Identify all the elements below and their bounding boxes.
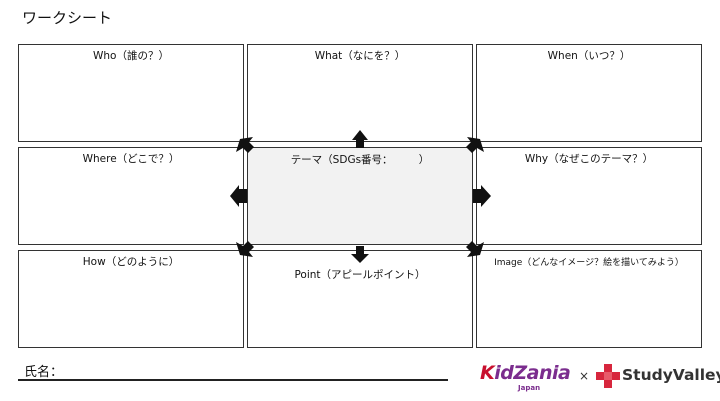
arrow-right-icon <box>473 185 491 207</box>
kidzania-k: K <box>480 362 495 384</box>
name-underline[interactable] <box>18 379 448 381</box>
arrow-up-icon <box>352 130 368 148</box>
where-box[interactable]: Where（どこで？） <box>18 147 244 245</box>
studyvalley-text: StudyValley <box>622 366 720 384</box>
point-label: Point（アピールポイント） <box>294 269 426 281</box>
kidzania-rest: idZania <box>494 362 571 384</box>
what-box[interactable]: What（なにを？） <box>247 44 473 142</box>
where-label: Where（どこで？） <box>82 153 180 165</box>
studyvalley-mark-icon <box>596 364 620 388</box>
who-box[interactable]: Who（誰の？） <box>18 44 244 142</box>
arrow-down-icon <box>351 246 369 263</box>
arrow-left-icon <box>230 185 247 207</box>
why-box[interactable]: Why（なぜこのテーマ？） <box>476 147 702 245</box>
image-label: Image（どんなイメージ？絵を描いてみよう） <box>494 258 684 268</box>
arrow-up-right-icon <box>466 137 484 153</box>
times-symbol: × <box>579 369 590 383</box>
kidzania-sub: Japan <box>518 384 541 392</box>
who-label: Who（誰の？） <box>93 50 169 62</box>
name-label: 氏名： <box>24 365 64 380</box>
studyvalley-logo: StudyValley <box>596 362 720 392</box>
image-box[interactable]: Image（どんなイメージ？絵を描いてみよう） <box>476 250 702 348</box>
arrow-down-left-icon <box>236 241 254 257</box>
when-label: When（いつ？） <box>547 50 631 62</box>
why-label: Why（なぜこのテーマ？） <box>524 153 654 165</box>
page-title: ワークシート <box>22 9 113 27</box>
arrow-up-left-icon <box>236 137 254 153</box>
arrow-down-right-icon <box>466 241 484 257</box>
theme-label: テーマ（SDGs番号： ） <box>290 154 430 166</box>
how-box[interactable]: How（どのように） <box>18 250 244 348</box>
how-label: How（どのように） <box>82 256 180 268</box>
kidzania-logo: KidZania Japan <box>480 362 571 396</box>
when-box[interactable]: When（いつ？） <box>476 44 702 142</box>
what-label: What（なにを？） <box>314 50 406 62</box>
